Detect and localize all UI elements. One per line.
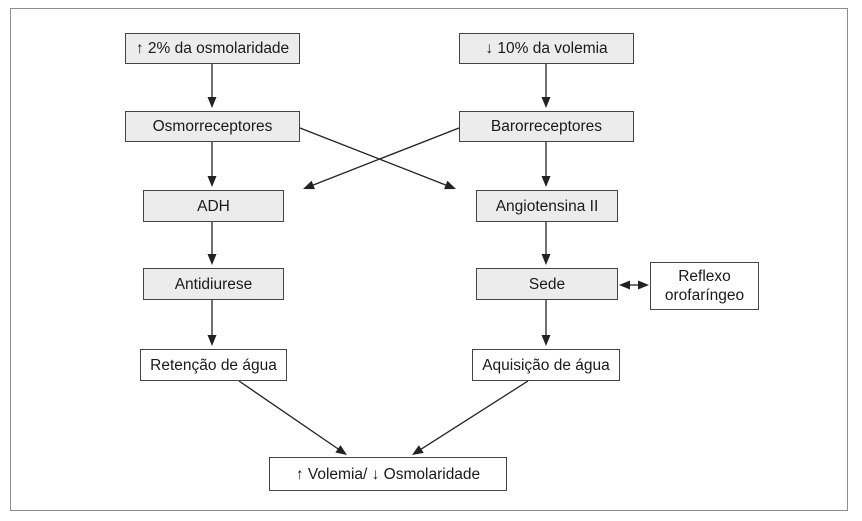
arrow-barorreceptores-to-adh-head (303, 180, 315, 190)
arrow-sede-reflexo-head-left (619, 280, 630, 290)
arrow-barorreceptores-to-angiotensina-head (541, 176, 551, 187)
arrow-osmorreceptores-to-adh-head (207, 176, 217, 187)
arrow-angiotensina-to-sede-head (541, 254, 551, 265)
node-osmorreceptores: Osmorreceptores (125, 111, 300, 142)
arrow-aquisicao-to-resultado-head (412, 445, 424, 455)
node-sede: Sede (476, 268, 618, 300)
node-aquisicao-agua: Aquisição de água (472, 349, 620, 381)
node-resultado: ↑ Volemia/ ↓ Osmolaridade (269, 457, 507, 491)
reflexo-line-1: Reflexo (678, 268, 731, 285)
arrow-sede-reflexo-head-right (638, 280, 649, 290)
node-volemia-decrease: ↓ 10% da volemia (459, 33, 634, 64)
node-reflexo-orofaringeo: Reflexo orofaríngeo (650, 262, 759, 310)
arrow-volemia-to-barorreceptores-head (541, 97, 551, 108)
arrow-sede-to-aquisicao-head (541, 335, 551, 346)
node-adh: ADH (143, 190, 284, 222)
arrow-retencao-to-resultado (238, 380, 341, 452)
arrow-aquisicao-to-resultado (418, 380, 529, 452)
arrow-osmorreceptores-to-angiotensina-head (444, 180, 456, 190)
arrow-barorreceptores-to-adh (310, 127, 460, 187)
arrow-osmo-to-osmorreceptores-head (207, 97, 217, 108)
node-antidiurese: Antidiurese (143, 268, 284, 300)
arrow-osmorreceptores-to-angiotensina (299, 127, 449, 187)
arrow-retencao-to-resultado-head (335, 445, 347, 455)
diagram-frame (10, 8, 848, 511)
node-barorreceptores: Barorreceptores (459, 111, 634, 142)
arrow-antidiurese-to-retencao-head (207, 335, 217, 346)
node-retencao-agua: Retenção de água (140, 349, 287, 381)
reflexo-line-2: orofaríngeo (664, 287, 745, 304)
node-osmolaridade-increase: ↑ 2% da osmolaridade (125, 33, 300, 64)
node-angiotensina: Angiotensina II (476, 190, 618, 222)
arrow-adh-to-antidiurese-head (207, 254, 217, 265)
